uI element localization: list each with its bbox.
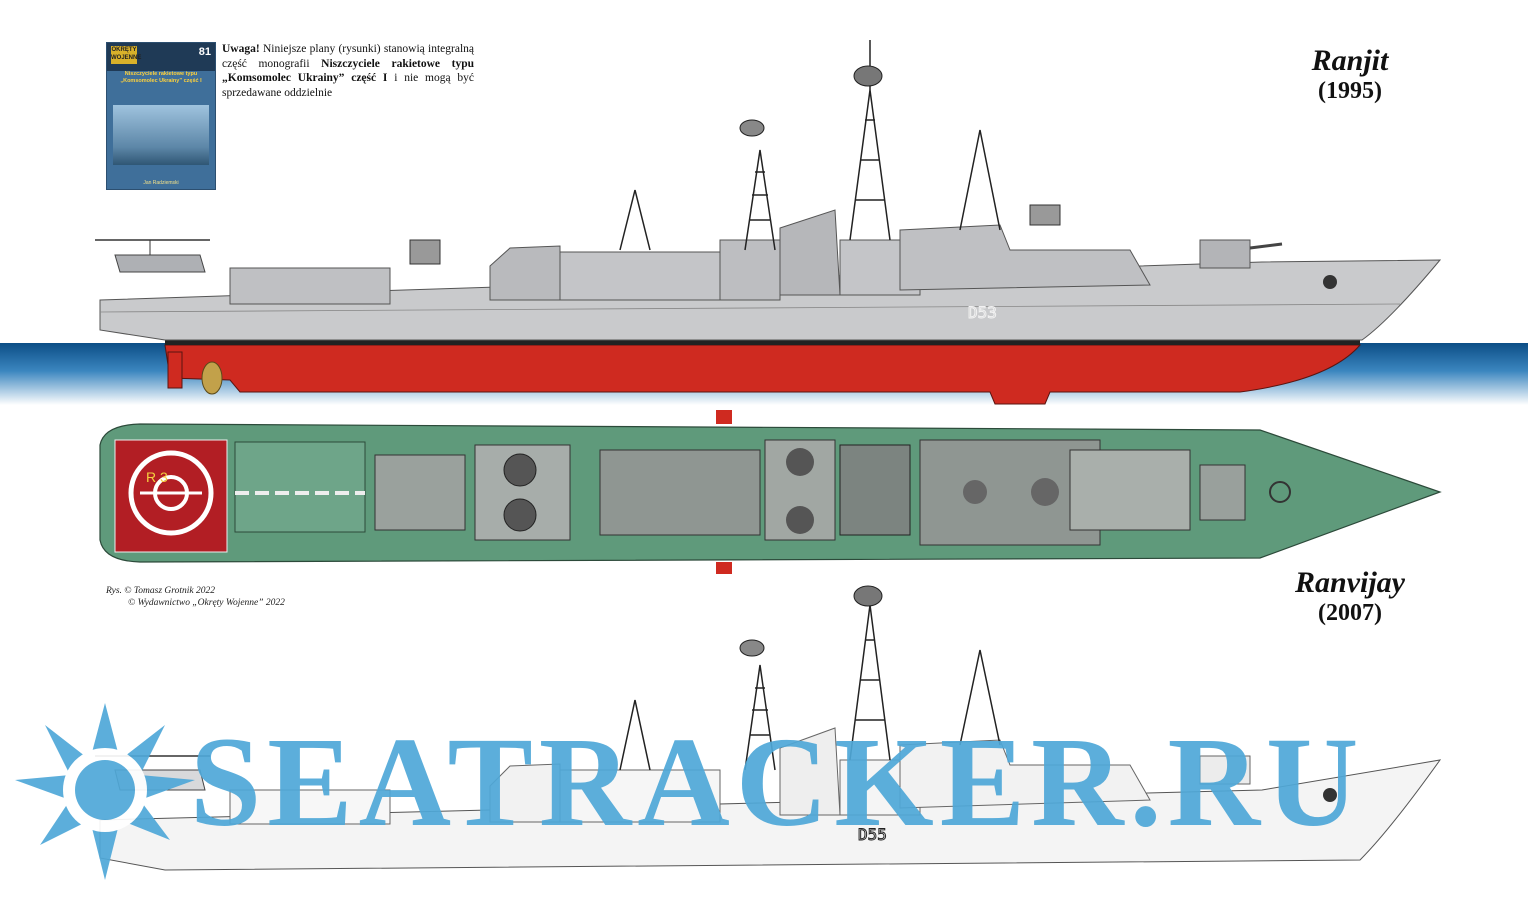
cover-author: Jan Radziemski [143,180,179,186]
ship1-year: (1995) [1318,78,1382,104]
ship1-profile: D53 [95,40,1442,405]
notice-text-1: Niniejsze plany (rysunki) stanowią integ… [222,43,474,70]
ship2-gun-turret [1199,755,1251,785]
ship1-name: Ranjit [1311,44,1389,77]
cover-photo [113,105,209,165]
ship1-title: Ranjit (1995) [1290,44,1410,105]
drawing-credits: Rys. © Tomasz Grotnik 2022 © Wydawnictwo… [106,585,285,609]
helideck-label: R 3 [146,469,168,485]
ship1-funnel [779,209,841,296]
ship1-launcher-fwd [1029,204,1061,226]
ship1-radar-2 [853,65,883,87]
notice-text: Uwaga! Niniejsze plany (rysunki) stanowi… [222,42,474,100]
watermark-text: SEATRACKER.RU [190,711,1365,853]
watermark-logo [15,703,195,880]
cover-logo: OKRĘTY WOJENNE [111,46,141,64]
ship1-hull-number: D53 [968,303,997,322]
ship1-radar-1 [739,119,765,137]
deck-plan: R 3 [99,410,1442,574]
ship2-title: Ranvijay (2007) [1280,566,1420,627]
ship2-name: Ranvijay [1295,566,1405,599]
ship1-waterline [165,340,1360,345]
notice-lead: Uwaga! [222,43,260,55]
ship2-profile: D55 [95,585,1442,871]
ship1-main-mast [849,89,891,241]
ship2-forward-mast [744,664,776,771]
credits-line-2: © Wydawnictwo „Okręty Wojenne” 2022 [128,598,285,608]
ship2-hull-number: D55 [858,825,887,844]
credits-line-1: Rys. © Tomasz Grotnik 2022 [106,586,216,596]
notice-monograph-title: Niszczyciele rakietowe typu „Komsomolec … [222,57,474,85]
ship1-propeller [201,361,223,395]
cover-number: 81 [198,46,211,58]
ship1-helicopter [95,239,210,273]
ship1-gun-turret [1199,239,1251,269]
ship2-hull [99,759,1442,871]
ship1-forward-mast [744,149,776,251]
ship1-launcher-aft [409,239,441,265]
ship1-underwater-hull [164,344,1362,405]
ship2-year: (2007) [1318,600,1382,626]
ship1-anchor [1323,275,1337,289]
notice-text-2: i nie mogą być sprzedawane oddzielnie [222,72,475,99]
book-cover: OKRĘTY WOJENNE 81 Niszczyciele rakietowe… [106,42,216,190]
cover-title: Niszczyciele rakietowe typu „Komsomolec … [120,71,202,84]
